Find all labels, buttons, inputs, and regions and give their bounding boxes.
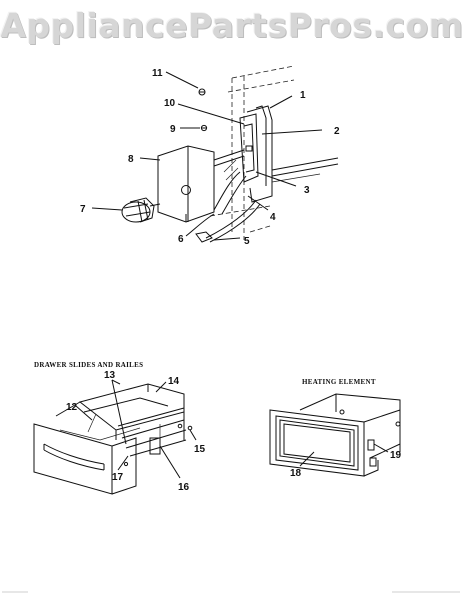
- callout-3: 3: [304, 185, 310, 196]
- callout-labels: 1 2 3 4 5 6 7 8 9 10 11 12 13 14 15 16 1…: [66, 68, 402, 493]
- callout-16: 16: [178, 482, 190, 493]
- callout-4: 4: [270, 212, 276, 223]
- callout-8: 8: [128, 154, 134, 165]
- callout-10: 10: [164, 98, 176, 109]
- heating-section-title: HEATING ELEMENT: [302, 378, 376, 386]
- callout-7: 7: [80, 204, 86, 215]
- heating-element-assembly: [269, 393, 401, 477]
- callout-12: 12: [66, 402, 78, 413]
- control-assembly: [91, 65, 339, 243]
- callout-14: 14: [168, 376, 180, 387]
- callout-15: 15: [194, 444, 206, 455]
- callout-2: 2: [334, 126, 340, 137]
- watermark: AppliancePartsPros.com: [0, 6, 464, 45]
- callout-6: 6: [178, 234, 184, 245]
- callout-13: 13: [104, 370, 116, 381]
- callout-11: 11: [152, 68, 163, 79]
- drawer-section-title: DRAWER SLIDES AND RAILES: [34, 361, 143, 369]
- callout-5: 5: [244, 236, 250, 247]
- callout-9: 9: [170, 124, 176, 135]
- drawer-assembly: [33, 379, 197, 495]
- callout-19: 19: [390, 450, 402, 461]
- callout-17: 17: [112, 472, 124, 483]
- callout-18: 18: [290, 468, 302, 479]
- callout-1: 1: [300, 90, 306, 101]
